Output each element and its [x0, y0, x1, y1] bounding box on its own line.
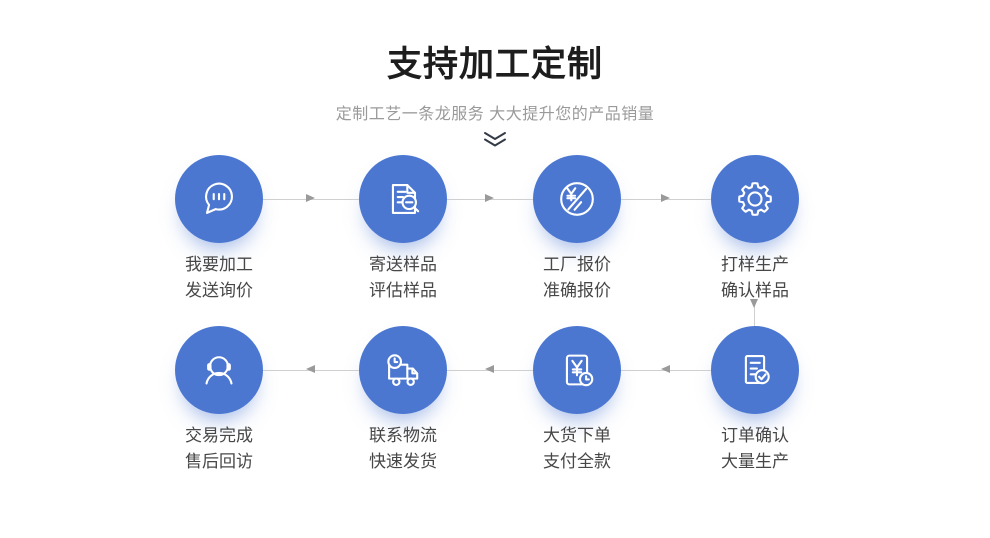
step-label: 联系物流 快速发货 — [333, 423, 473, 475]
page-subtitle: 定制工艺一条龙服务 大大提升您的产品销量 — [335, 106, 655, 123]
step-label: 订单确认 大量生产 — [685, 423, 825, 475]
step-label-line2: 售后回访 — [185, 452, 253, 471]
step-label-line2: 大量生产 — [721, 452, 789, 471]
step-after-sales: 交易完成 售后回访 — [149, 326, 289, 475]
payment-clock-icon — [533, 326, 621, 414]
page-title: 支持加工定制 — [386, 45, 603, 84]
banner-header: 支持加工定制 定制工艺一条龙服务 大大提升您的产品销量 — [0, 0, 990, 153]
step-label: 大货下单 支付全款 — [507, 423, 647, 475]
arrow-left-icon — [661, 365, 670, 373]
step-label-line1: 寄送样品 — [369, 255, 437, 274]
step-label-line2: 快速发货 — [369, 452, 437, 471]
step-order-confirm: 订单确认 大量生产 — [685, 326, 825, 475]
step-label-line1: 联系物流 — [369, 426, 437, 445]
step-label-line2: 准确报价 — [543, 281, 611, 300]
arrow-left-icon — [306, 365, 315, 373]
order-check-icon — [711, 326, 799, 414]
step-label: 打样生产 确认样品 — [685, 252, 825, 304]
step-label: 寄送样品 评估样品 — [333, 252, 473, 304]
step-label-line2: 评估样品 — [369, 281, 437, 300]
step-sample-production: 打样生产 确认样品 — [685, 155, 825, 304]
step-label: 工厂报价 准确报价 — [507, 252, 647, 304]
document-magnifier-icon — [359, 155, 447, 243]
customer-service-icon — [175, 326, 263, 414]
step-label: 我要加工 发送询价 — [149, 252, 289, 304]
step-label-line1: 大货下单 — [543, 426, 611, 445]
arrow-right-icon — [306, 194, 315, 202]
gear-icon — [711, 155, 799, 243]
arrow-down-icon — [750, 299, 758, 308]
delivery-truck-icon — [359, 326, 447, 414]
connector-line — [754, 303, 755, 326]
double-chevron-down-icon — [0, 131, 990, 153]
step-label-line1: 工厂报价 — [543, 255, 611, 274]
step-sample-send: 寄送样品 评估样品 — [333, 155, 473, 304]
chat-bubble-icon — [175, 155, 263, 243]
arrow-right-icon — [661, 194, 670, 202]
step-label-line1: 我要加工 — [185, 255, 253, 274]
step-label: 交易完成 售后回访 — [149, 423, 289, 475]
step-label-line2: 发送询价 — [185, 281, 253, 300]
step-bulk-order: 大货下单 支付全款 — [507, 326, 647, 475]
price-quote-icon — [533, 155, 621, 243]
step-inquiry: 我要加工 发送询价 — [149, 155, 289, 304]
arrow-right-icon — [485, 194, 494, 202]
step-label-line2: 支付全款 — [543, 452, 611, 471]
step-factory-quote: 工厂报价 准确报价 — [507, 155, 647, 304]
step-label-line1: 打样生产 — [721, 255, 789, 274]
arrow-left-icon — [485, 365, 494, 373]
step-label-line1: 交易完成 — [185, 426, 253, 445]
step-label-line2: 确认样品 — [721, 281, 789, 300]
step-label-line1: 订单确认 — [721, 426, 789, 445]
step-logistics: 联系物流 快速发货 — [333, 326, 473, 475]
